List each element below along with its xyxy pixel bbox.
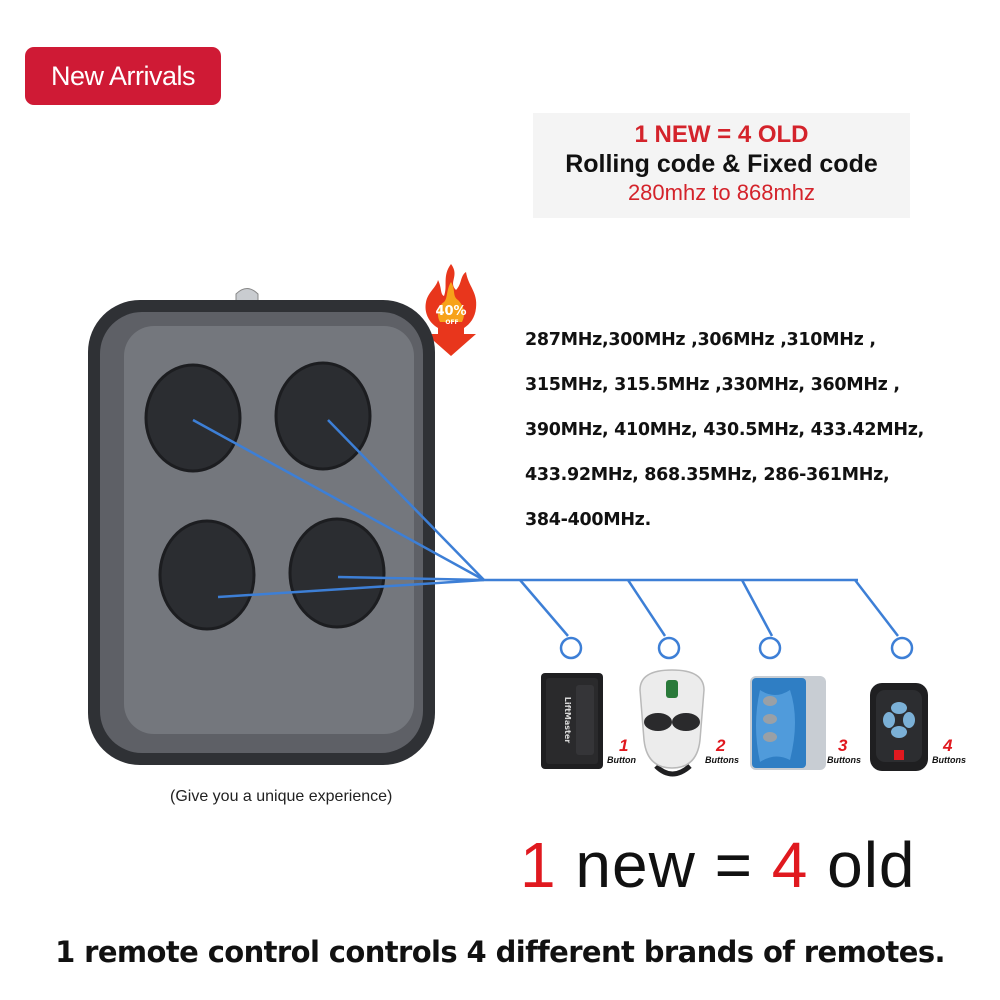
remote-4-label: 4 Buttons [932,736,966,766]
tagline-old-count: 4 [771,829,809,901]
discount-flame-icon: 40% OFF [425,264,477,356]
connector-lines [192,418,914,660]
compatible-remote-1: LiftMaster [541,673,603,769]
headline-subtitle: Rolling code & Fixed code [565,150,878,178]
new-arrivals-badge: New Arrivals [25,47,221,105]
remote-button-2 [274,361,372,471]
remote-button-1 [144,363,242,473]
frequency-line: 390MHz, 410MHz, 430.5MHz, 433.42MHz, [525,420,924,440]
remote-2-label: 2 Buttons [705,736,739,766]
remote-1-label: 1 Button [607,736,636,766]
remote-3-label: 3 Buttons [827,736,861,766]
tagline-new-count: 1 [520,829,557,901]
liftmaster-logo: LiftMaster [563,697,572,744]
frequency-line: 287MHz,300MHz ,306MHz ,310MHz , [525,330,876,350]
bottom-description: 1 remote control controls 4 different br… [55,935,945,969]
headline-box: 1 NEW = 4 OLD Rolling code & Fixed code … [533,113,910,218]
headline-frequency-range: 280mhz to 868mhz [627,180,816,205]
remote-button-3 [158,519,256,631]
tagline-new-word: new = [556,829,772,901]
frequency-line: 433.92MHz, 868.35MHz, 286-361MHz, [525,465,890,485]
headline-title: 1 NEW = 4 OLD [634,121,809,148]
discount-off: OFF [445,319,458,326]
remote-button-4 [288,517,386,629]
frequency-line: 384-400MHz. [525,510,651,530]
compatible-remote-4 [870,683,928,771]
universal-remote [88,288,435,765]
tagline-old-word: old [808,829,916,901]
tagline: 1 new = 4 old [520,828,916,902]
frequency-line: 315MHz, 315.5MHz ,330MHz, 360MHz , [525,375,900,395]
frequency-list: 287MHz,300MHz ,306MHz ,310MHz , 315MHz, … [525,318,995,543]
discount-percent: 40% [435,304,466,319]
compatible-remote-2 [639,669,705,777]
compatible-remote-3 [750,676,826,770]
caption: (Give you a unique experience) [170,788,393,805]
